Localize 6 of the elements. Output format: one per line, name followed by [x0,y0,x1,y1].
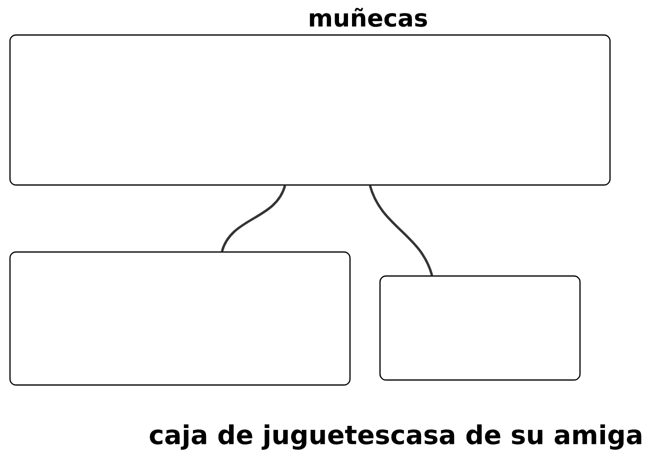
outline-box [379,275,581,381]
connector-line [368,185,434,276]
box-heading: muñecas [310,8,427,27]
connector-line [220,185,286,252]
caption-text: caja de juguetescasa de su amiga [150,424,642,450]
outline-box [9,251,351,386]
